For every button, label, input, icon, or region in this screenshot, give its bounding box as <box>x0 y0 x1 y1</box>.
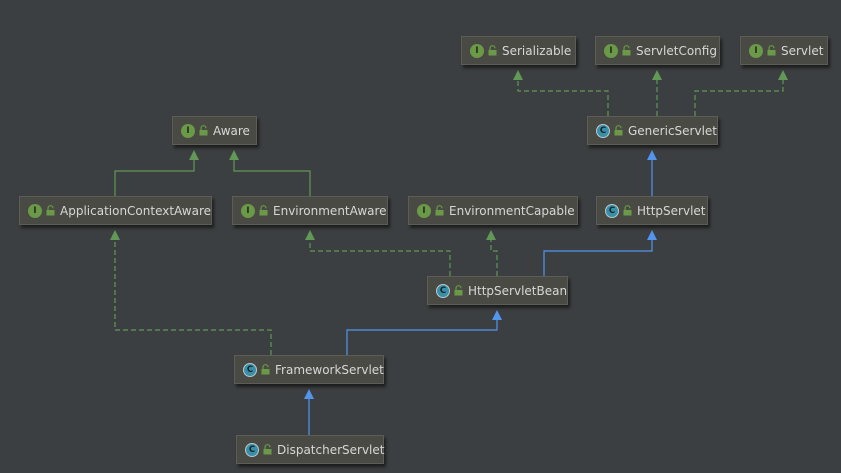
node-label: DispatcherServlet <box>277 442 385 457</box>
node-label: HttpServlet <box>637 203 706 218</box>
lock-icon <box>614 125 623 136</box>
arrowhead <box>304 389 314 399</box>
node-environmentcapable[interactable]: I EnvironmentCapable <box>408 196 578 225</box>
node-dispatcherservlet[interactable]: C DispatcherServlet <box>236 435 384 464</box>
node-servletconfig[interactable]: I ServletConfig <box>595 36 720 65</box>
arrowhead <box>492 310 502 320</box>
arrowhead <box>778 70 788 80</box>
node-label: FrameworkServlet <box>275 362 384 377</box>
interface-icon: I <box>417 203 431 218</box>
lock-icon <box>261 364 270 375</box>
node-aware[interactable]: I Aware <box>172 116 257 145</box>
arrowhead <box>229 150 239 160</box>
lock-icon <box>767 45 776 56</box>
node-label: HttpServletBean <box>468 283 568 298</box>
node-serializable[interactable]: I Serializable <box>461 36 576 65</box>
node-servlet[interactable]: I Servlet <box>740 36 828 65</box>
node-label: EnvironmentCapable <box>449 203 575 218</box>
edge-dispatcherservlet-to-frameworkservlet <box>304 389 314 435</box>
edge-frameworkservlet-to-httpservletbean <box>346 310 502 355</box>
node-label: Aware <box>213 123 250 138</box>
interface-icon: I <box>470 43 484 58</box>
class-icon: C <box>243 362 257 377</box>
lock-icon <box>488 45 497 56</box>
arrowhead <box>513 70 523 80</box>
node-label: GenericServlet <box>628 123 717 138</box>
edge-httpservlet-to-genericservlet <box>647 150 657 196</box>
node-label: ServletConfig <box>636 43 717 58</box>
node-frameworkservlet[interactable]: C FrameworkServlet <box>234 355 384 384</box>
interface-icon: I <box>181 123 195 138</box>
lock-icon <box>435 205 444 216</box>
edge-genericservlet-to-serializable <box>513 70 609 116</box>
edge-frameworkservlet-to-applicationcontextaware <box>110 230 272 355</box>
arrowhead <box>110 230 120 240</box>
lock-icon <box>263 444 272 455</box>
arrowhead <box>486 230 496 240</box>
arrowhead <box>189 150 199 160</box>
arrowhead <box>647 150 657 160</box>
lock-icon <box>259 205 268 216</box>
node-label: EnvironmentAware <box>273 203 387 218</box>
interface-icon: I <box>28 203 42 218</box>
edge-genericservlet-to-servletconfig <box>652 70 662 116</box>
lock-icon <box>199 125 208 136</box>
class-icon: C <box>436 283 450 298</box>
node-httpservlet[interactable]: C HttpServlet <box>596 196 708 225</box>
class-icon: C <box>245 442 259 457</box>
interface-icon: I <box>749 43 763 58</box>
edge-environmentaware-to-aware <box>229 150 311 196</box>
arrowhead <box>647 230 657 240</box>
edge-httpservletbean-to-environmentcapable <box>486 230 498 276</box>
lock-icon <box>46 205 55 216</box>
arrowhead <box>305 230 315 240</box>
interface-icon: I <box>604 43 618 58</box>
node-httpservletbean[interactable]: C HttpServletBean <box>427 276 568 305</box>
node-environmentaware[interactable]: I EnvironmentAware <box>232 196 388 225</box>
class-icon: C <box>605 203 619 218</box>
arrowhead <box>652 70 662 80</box>
node-label: ApplicationContextAware <box>60 203 212 218</box>
node-applicationcontextaware[interactable]: I ApplicationContextAware <box>19 196 212 225</box>
edge-genericservlet-to-servlet <box>694 70 788 116</box>
edge-httpservletbean-to-httpservlet <box>543 230 657 276</box>
edge-applicationcontextaware-to-aware <box>114 150 199 196</box>
lock-icon <box>623 205 632 216</box>
node-label: Serializable <box>502 43 572 58</box>
class-icon: C <box>596 123 610 138</box>
node-label: Servlet <box>781 43 824 58</box>
node-genericservlet[interactable]: C GenericServlet <box>587 116 718 145</box>
lock-icon <box>622 45 631 56</box>
lock-icon <box>454 285 463 296</box>
interface-icon: I <box>241 203 255 218</box>
edge-httpservletbean-to-environmentaware <box>305 230 451 276</box>
